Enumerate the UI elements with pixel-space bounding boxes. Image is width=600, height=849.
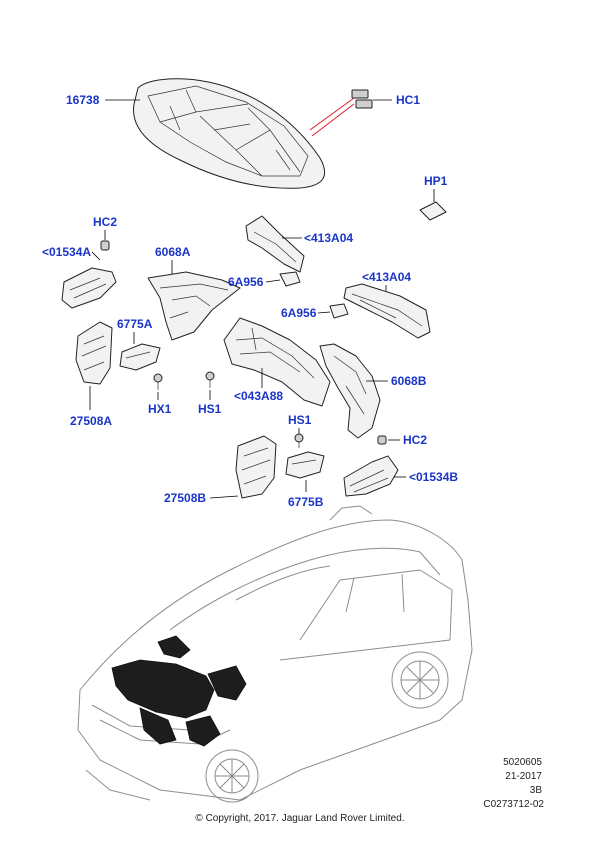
callout-01534a: <01534A bbox=[42, 245, 91, 259]
ref-line-4: C0273712-02 bbox=[483, 799, 544, 810]
fastener-hs1-left bbox=[205, 371, 215, 388]
callout-hs1-right: HS1 bbox=[288, 413, 312, 427]
callout-hx1: HX1 bbox=[148, 402, 172, 416]
bracket-6775a bbox=[119, 343, 161, 371]
clip-hc2-left bbox=[100, 240, 110, 251]
bracket-6068b bbox=[319, 343, 381, 439]
shield-27508a bbox=[75, 321, 113, 385]
callout-043a88: <043A88 bbox=[234, 389, 283, 403]
callout-hc1: HC1 bbox=[396, 93, 420, 107]
fastener-hx1 bbox=[153, 373, 163, 390]
pad-6a956-mid bbox=[329, 303, 349, 319]
callout-6775a: 6775A bbox=[117, 317, 153, 331]
callout-6775b: 6775B bbox=[288, 495, 324, 509]
callout-hs1-left: HS1 bbox=[198, 402, 222, 416]
callout-hc2-left: HC2 bbox=[93, 215, 117, 229]
callout-413a04-top: <413A04 bbox=[304, 231, 353, 245]
callout-hc2-right: HC2 bbox=[403, 433, 427, 447]
copyright-notice: © Copyright, 2017. Jaguar Land Rover Lim… bbox=[195, 813, 405, 824]
ref-line-3: 3B bbox=[529, 785, 542, 796]
pad-6a956-top bbox=[279, 271, 301, 287]
hood-insulator-panel bbox=[133, 78, 325, 189]
hood-clip-hc1 bbox=[309, 89, 373, 137]
pad-hp1 bbox=[419, 201, 447, 221]
callout-6a956-mid: 6A956 bbox=[281, 306, 317, 320]
bracket-6775b bbox=[285, 451, 325, 479]
callout-01534b: <01534B bbox=[409, 470, 458, 484]
callout-413a04-right: <413A04 bbox=[362, 270, 411, 284]
callout-6068a: 6068A bbox=[155, 245, 191, 259]
trim-01534a bbox=[61, 267, 117, 309]
callout-6a956-top: 6A956 bbox=[228, 275, 264, 289]
insulator-413a04-top bbox=[245, 215, 305, 273]
callout-27508a: 27508A bbox=[70, 414, 112, 428]
callout-hp1: HP1 bbox=[424, 174, 448, 188]
ref-line-1: 5020605 bbox=[503, 757, 542, 768]
panel-043a88 bbox=[223, 317, 331, 407]
bracket-6068a bbox=[147, 271, 241, 341]
insulator-413a04-right bbox=[343, 283, 431, 339]
ref-line-2: 21-2017 bbox=[505, 771, 542, 782]
clip-hc2-right bbox=[377, 435, 387, 445]
callout-27508b: 27508B bbox=[164, 491, 206, 505]
vehicle-outline bbox=[77, 505, 473, 803]
vehicle-insulator-highlight bbox=[111, 635, 247, 747]
callout-16738: 16738 bbox=[66, 93, 100, 107]
shield-27508b bbox=[235, 435, 277, 499]
callout-6068b: 6068B bbox=[391, 374, 427, 388]
fastener-hs1-right bbox=[294, 433, 304, 448]
